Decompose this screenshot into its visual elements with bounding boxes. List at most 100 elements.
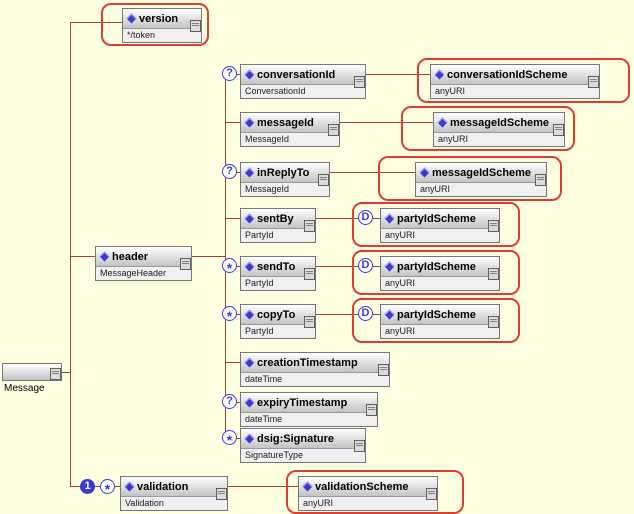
derived-d-icon: D	[358, 306, 373, 321]
attribute-type: anyURI	[416, 183, 546, 196]
element-message[interactable]	[2, 363, 62, 381]
element-expiryTimestamp[interactable]: expiryTimestamp dateTime	[240, 392, 378, 427]
expand-notch-icon[interactable]	[328, 124, 339, 136]
expand-notch-icon[interactable]	[304, 316, 315, 328]
attribute-type: anyURI	[381, 229, 499, 242]
expand-notch-icon[interactable]	[304, 220, 315, 232]
element-type: dateTime	[241, 413, 377, 426]
attribute-name: messageIdScheme	[432, 166, 532, 179]
element-validation[interactable]: validation Validation	[120, 476, 228, 511]
element-type: PartyId	[241, 277, 315, 290]
element-copyTo[interactable]: copyTo PartyId	[240, 304, 316, 339]
element-name: sendTo	[257, 260, 296, 273]
attribute-validationScheme[interactable]: validationScheme anyURI	[298, 476, 438, 511]
attribute-partyIdScheme[interactable]: partyIdScheme anyURI	[380, 304, 500, 339]
element-creationTimestamp[interactable]: creationTimestamp dateTime	[240, 352, 390, 387]
occurrence-repeat-icon: *	[100, 479, 115, 497]
attribute-outline	[101, 3, 209, 46]
attribute-outline	[417, 58, 630, 103]
attribute-partyIdScheme[interactable]: partyIdScheme anyURI	[380, 208, 500, 243]
element-type: Validation	[121, 497, 227, 510]
connector-hline	[316, 266, 380, 267]
diamond-icon	[124, 481, 135, 492]
occurrence-repeat-icon: *	[222, 258, 237, 276]
expand-notch-icon[interactable]	[354, 440, 365, 452]
connector-hline	[316, 314, 380, 315]
element-header[interactable]: header MessageHeader	[95, 246, 192, 281]
connector-hline	[330, 172, 415, 173]
element-inReplyTo[interactable]: inReplyTo MessageId	[240, 162, 330, 197]
attribute-name: conversationIdScheme	[447, 68, 568, 81]
diamond-icon	[384, 309, 395, 320]
attribute-outline	[286, 470, 464, 514]
occurrence-optional-icon: ?	[222, 394, 237, 409]
expand-notch-icon[interactable]	[488, 220, 499, 232]
occurrence-optional-icon: ?	[222, 164, 237, 179]
attribute-outline	[378, 156, 562, 201]
expand-notch-icon[interactable]	[304, 268, 315, 280]
connector-hline	[340, 122, 433, 123]
diamond-icon	[244, 357, 255, 368]
element-name: copyTo	[257, 308, 296, 321]
connector-hline	[70, 486, 120, 487]
attribute-messageIdScheme[interactable]: messageIdScheme anyURI	[415, 162, 547, 197]
expand-notch-icon[interactable]	[488, 316, 499, 328]
expand-notch-icon[interactable]	[354, 76, 365, 88]
derived-d-icon: D	[358, 210, 373, 225]
expand-notch-icon[interactable]	[378, 364, 389, 376]
connector-hline	[225, 362, 240, 363]
diamond-icon	[244, 309, 255, 320]
expand-notch-icon[interactable]	[180, 258, 191, 270]
expand-notch-icon[interactable]	[50, 368, 61, 380]
connector-hline	[225, 218, 240, 219]
diamond-icon	[244, 167, 255, 178]
element-type: ConversationId	[241, 85, 365, 98]
occurrence-repeat-icon: *	[222, 306, 237, 324]
element-type: MessageId	[241, 183, 329, 196]
diamond-icon	[244, 261, 255, 272]
element-message-label: Message	[4, 383, 45, 394]
attribute-partyIdScheme[interactable]: partyIdScheme anyURI	[380, 256, 500, 291]
attribute-name: partyIdScheme	[397, 308, 476, 321]
element-messageId[interactable]: messageId MessageId	[240, 112, 340, 147]
expand-notch-icon[interactable]	[216, 488, 227, 500]
attribute-outline	[352, 202, 520, 247]
derived-d-icon: D	[358, 258, 373, 273]
element-dsig-signature[interactable]: dsig:Signature SignatureType	[240, 428, 366, 463]
element-type: PartyId	[241, 229, 315, 242]
element-name: sentBy	[257, 212, 294, 225]
element-conversationId[interactable]: conversationId ConversationId	[240, 64, 366, 99]
expand-notch-icon[interactable]	[366, 404, 377, 416]
expand-notch-icon[interactable]	[588, 76, 599, 88]
diamond-icon	[437, 117, 448, 128]
element-name: dsig:Signature	[257, 432, 335, 445]
expand-notch-icon[interactable]	[426, 488, 437, 500]
attribute-outline	[352, 250, 520, 295]
attribute-type: anyURI	[381, 277, 499, 290]
element-sendTo[interactable]: sendTo PartyId	[240, 256, 316, 291]
element-name: inReplyTo	[257, 166, 310, 179]
expand-notch-icon[interactable]	[190, 20, 201, 32]
attribute-messageIdScheme[interactable]: messageIdScheme anyURI	[433, 112, 565, 147]
expand-notch-icon[interactable]	[535, 174, 546, 186]
element-type: PartyId	[241, 325, 315, 338]
element-name: conversationId	[257, 68, 336, 81]
expand-notch-icon[interactable]	[553, 124, 564, 136]
attribute-conversationIdScheme[interactable]: conversationIdScheme anyURI	[430, 64, 600, 99]
sequence-one-icon: 1	[80, 479, 95, 494]
diamond-icon	[99, 251, 110, 262]
element-type: MessageId	[241, 133, 339, 146]
expand-notch-icon[interactable]	[318, 174, 329, 186]
connector-hline	[225, 122, 240, 123]
expand-notch-icon[interactable]	[488, 268, 499, 280]
element-name: validation	[137, 480, 189, 493]
element-sentBy[interactable]: sentBy PartyId	[240, 208, 316, 243]
element-type: MessageHeader	[96, 267, 191, 280]
attribute-type: anyURI	[431, 85, 599, 98]
attribute-version[interactable]: version */token	[122, 8, 202, 43]
diamond-icon	[384, 213, 395, 224]
diamond-icon	[244, 69, 255, 80]
occurrence-optional-icon: ?	[222, 66, 237, 81]
attribute-name: validationScheme	[315, 480, 409, 493]
